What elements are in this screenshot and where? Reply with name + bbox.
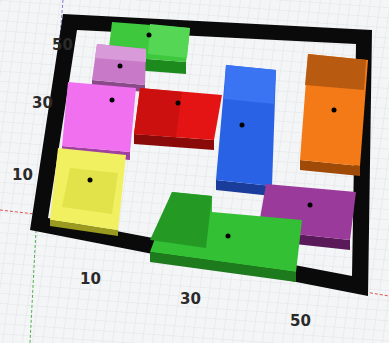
- block-dots: [88, 33, 337, 239]
- block-purple: [92, 44, 146, 85]
- axis-tick-label: 30: [180, 292, 201, 307]
- board-frame: [30, 14, 372, 296]
- axis-tick-label: 10: [80, 272, 101, 287]
- block-yellow: [50, 148, 126, 230]
- block-roof: [134, 88, 182, 137]
- y-axis: [30, 230, 36, 343]
- block-green: [150, 192, 302, 272]
- axis-tick-label: 10: [12, 168, 33, 183]
- axis-tick-label: 50: [52, 38, 73, 53]
- block-roof: [148, 24, 190, 58]
- block-red: [134, 88, 222, 140]
- axis-tick-label: 30: [32, 96, 53, 111]
- block-blue: [216, 65, 276, 186]
- block-roof: [305, 54, 366, 90]
- axis-tick-label: 50: [290, 314, 311, 329]
- block-roof: [62, 168, 118, 214]
- x-axis: [0, 210, 35, 214]
- block-roof: [224, 65, 276, 104]
- block-orange: [300, 54, 368, 166]
- x-axis: [365, 292, 389, 296]
- block-pink: [62, 82, 136, 152]
- block-roof: [150, 192, 212, 248]
- block-roof: [95, 44, 146, 62]
